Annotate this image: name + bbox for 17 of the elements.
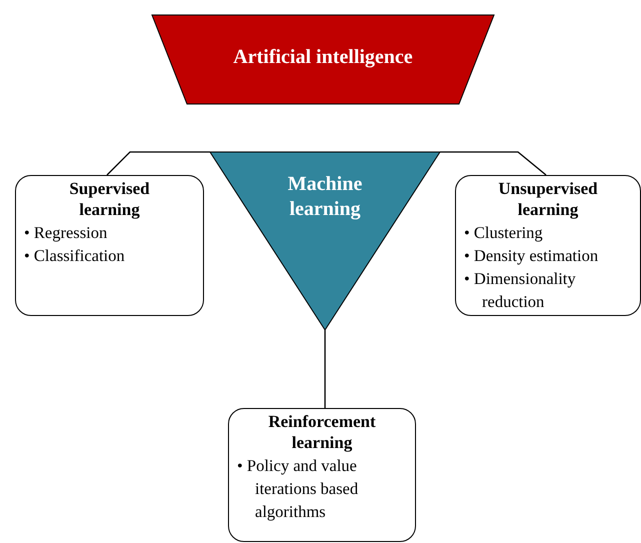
box-heading: Unsupervised learning bbox=[497, 178, 599, 220]
box-heading: Reinforcement learning bbox=[267, 411, 377, 453]
bullet-item: • Policy and value iterations based algorithms bbox=[236, 455, 360, 523]
bullet-item: • Dimensionality reduction bbox=[463, 268, 577, 313]
rounded-box bbox=[228, 408, 416, 542]
bullet-item: • Clustering bbox=[463, 222, 544, 244]
shape-label: Artificial intelligence bbox=[232, 45, 414, 70]
bullet-item: • Density estimation bbox=[463, 245, 600, 267]
connector-line bbox=[440, 151, 546, 176]
connector-line bbox=[324, 330, 326, 408]
connector-line bbox=[106, 151, 210, 176]
shape-label: Machine learning bbox=[286, 172, 364, 222]
rounded-box bbox=[455, 175, 641, 316]
bullet-item: • Classification bbox=[23, 245, 126, 267]
box-heading: Supervised learning bbox=[68, 178, 151, 220]
rounded-box bbox=[15, 175, 204, 316]
bullet-item: • Regression bbox=[23, 222, 108, 244]
